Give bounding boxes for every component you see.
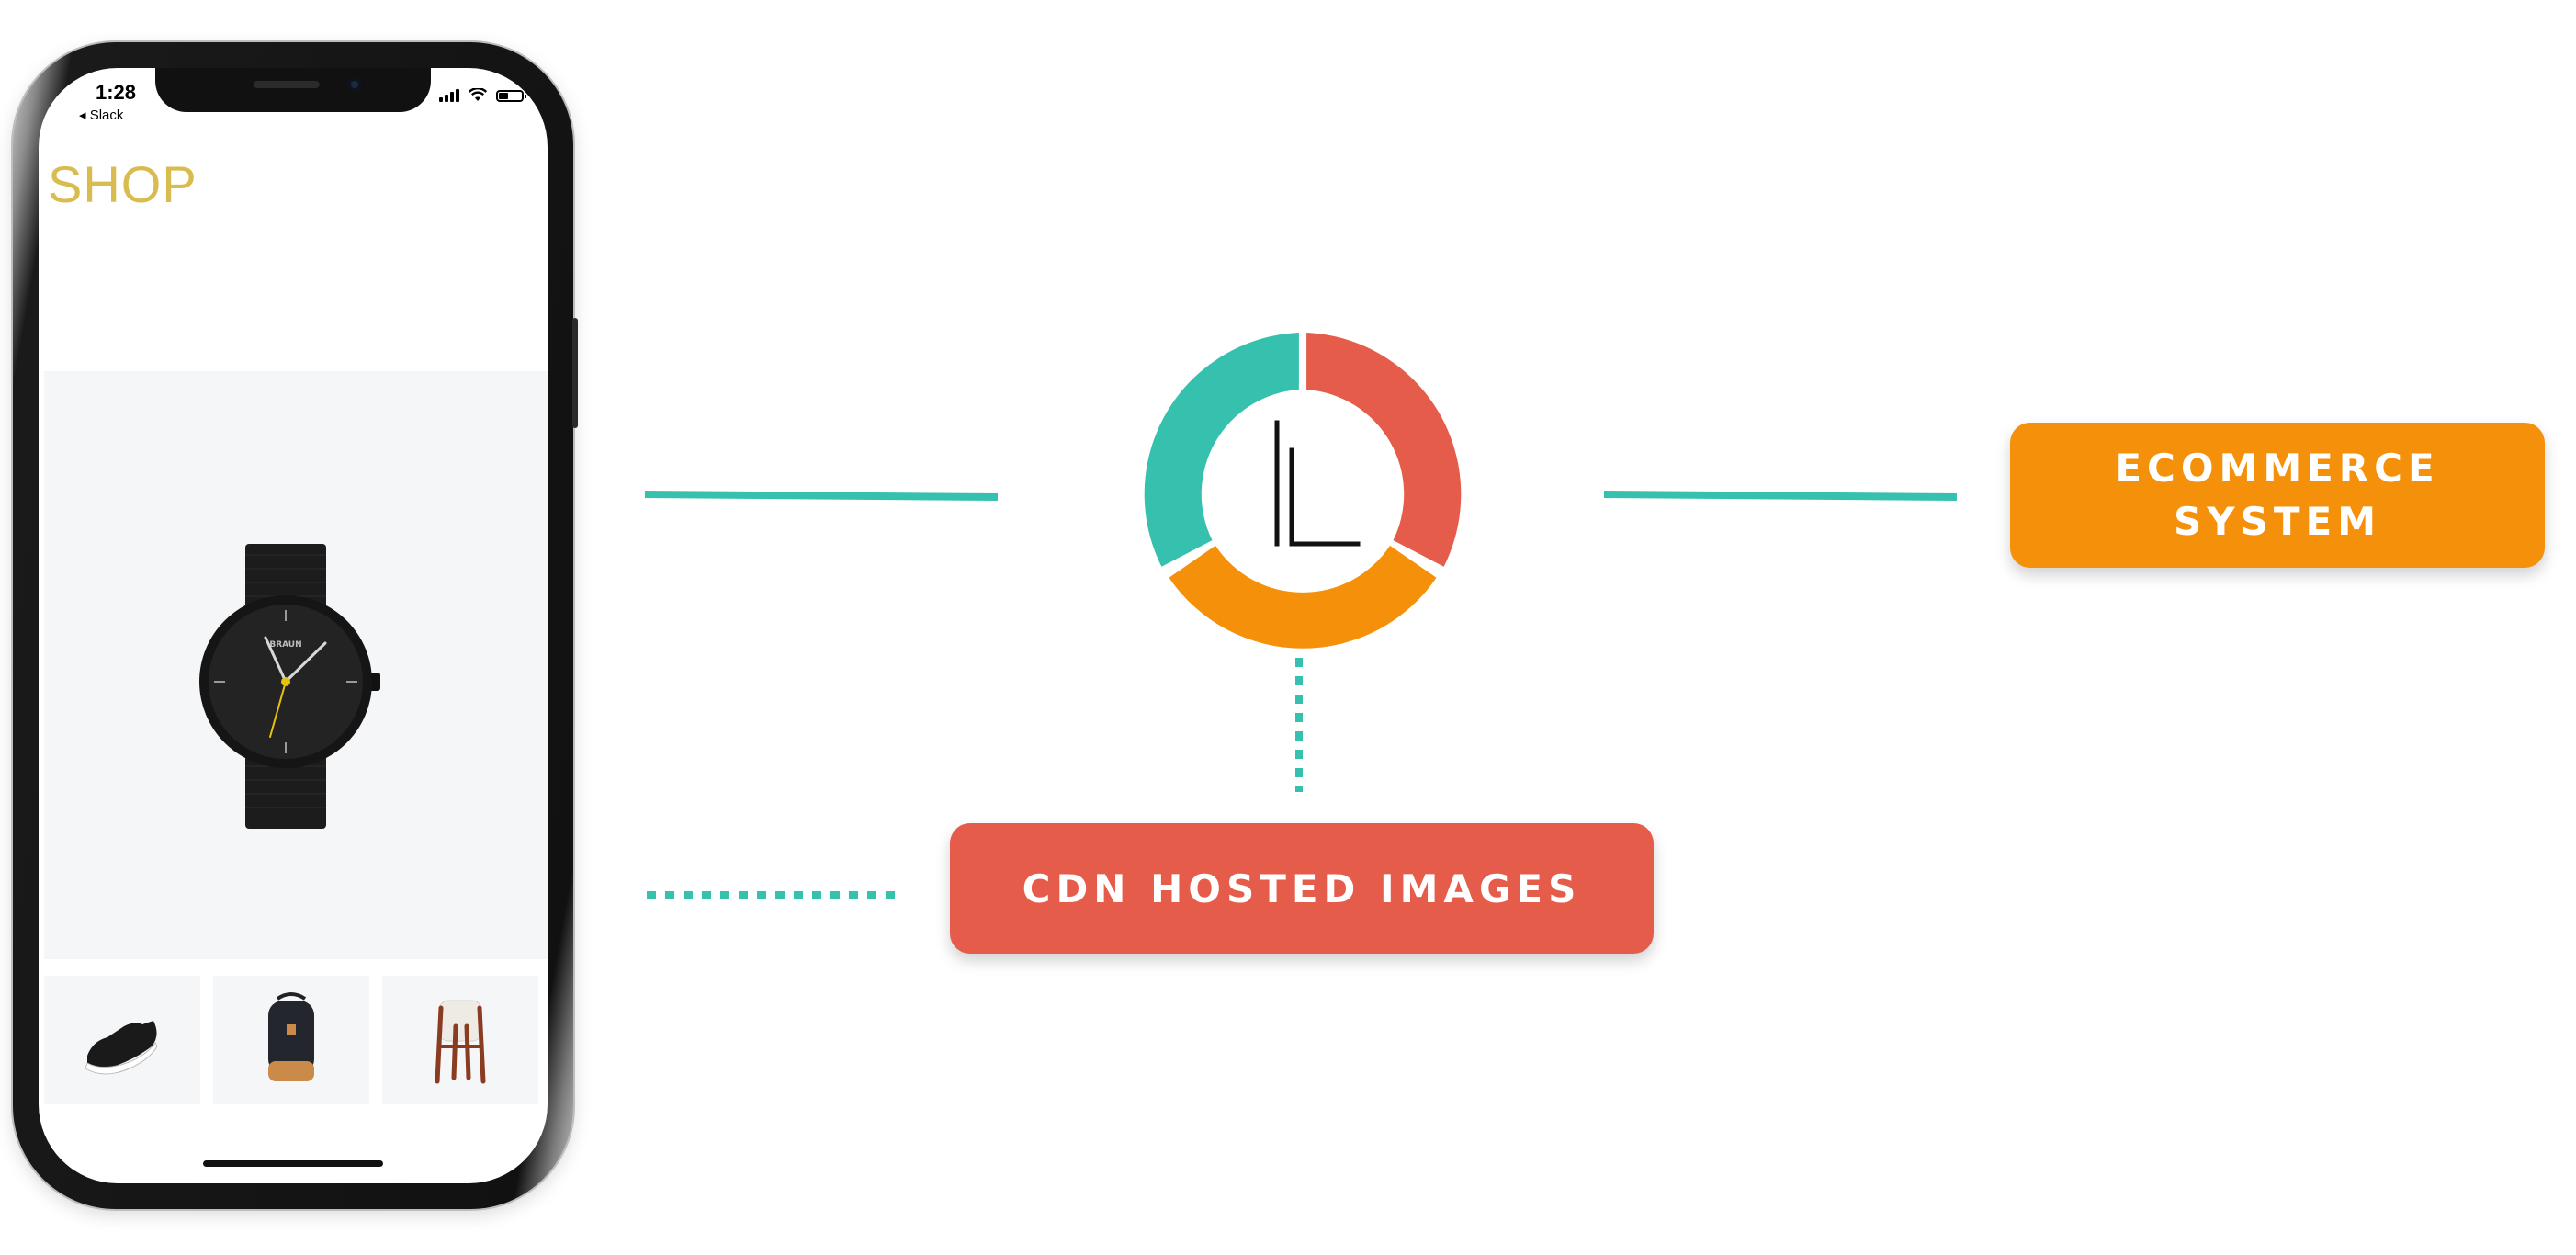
ecommerce-system-box: ECOMMERCE SYSTEM [2010, 423, 2545, 568]
product-thumbnails [44, 976, 548, 1104]
plant-stand-image [435, 1000, 486, 1084]
connector-logo-to-ecommerce [1603, 491, 1958, 501]
phone-side-button [572, 318, 578, 428]
shop-title: SHOP [48, 155, 198, 213]
dotted-connector-logo-to-cdn [1295, 658, 1303, 792]
thumbnail-backpack[interactable] [213, 976, 369, 1104]
cellular-signal-icon [439, 89, 459, 102]
front-camera [348, 78, 361, 91]
ecommerce-label-line1: ECOMMERCE [2115, 446, 2440, 491]
phone-screen: 1:28 ◂ Slack SHOP [39, 68, 548, 1183]
backpack-image [268, 992, 314, 1081]
central-logo-icon [1144, 333, 1462, 649]
thumbnail-sneaker[interactable] [44, 976, 200, 1104]
wifi-icon [469, 88, 487, 101]
cdn-label: CDN HOSTED IMAGES [1022, 865, 1582, 911]
ecommerce-label-line2: SYSTEM [2173, 499, 2382, 544]
connector-phone-to-logo [644, 491, 999, 501]
phone-notch [155, 68, 431, 112]
dotted-connector-phone-to-cdn [647, 891, 904, 899]
watch-image: BRAUN [199, 544, 380, 829]
thumbnail-plant-stand[interactable] [382, 976, 538, 1104]
product-image-panel[interactable]: BRAUN [44, 371, 548, 959]
home-indicator [203, 1160, 383, 1167]
back-to-slack-link[interactable]: ◂ Slack [79, 107, 124, 123]
cdn-hosted-images-box: CDN HOSTED IMAGES [950, 823, 1654, 954]
watch-brand-label: BRAUN [269, 640, 301, 650]
status-bar-time: 1:28 [96, 81, 137, 104]
smartphone-mockup: 1:28 ◂ Slack SHOP [13, 42, 578, 1209]
sneaker-image [85, 1021, 158, 1075]
battery-icon [496, 90, 526, 102]
status-bar-icons [439, 88, 526, 102]
speaker-grille [253, 81, 320, 88]
